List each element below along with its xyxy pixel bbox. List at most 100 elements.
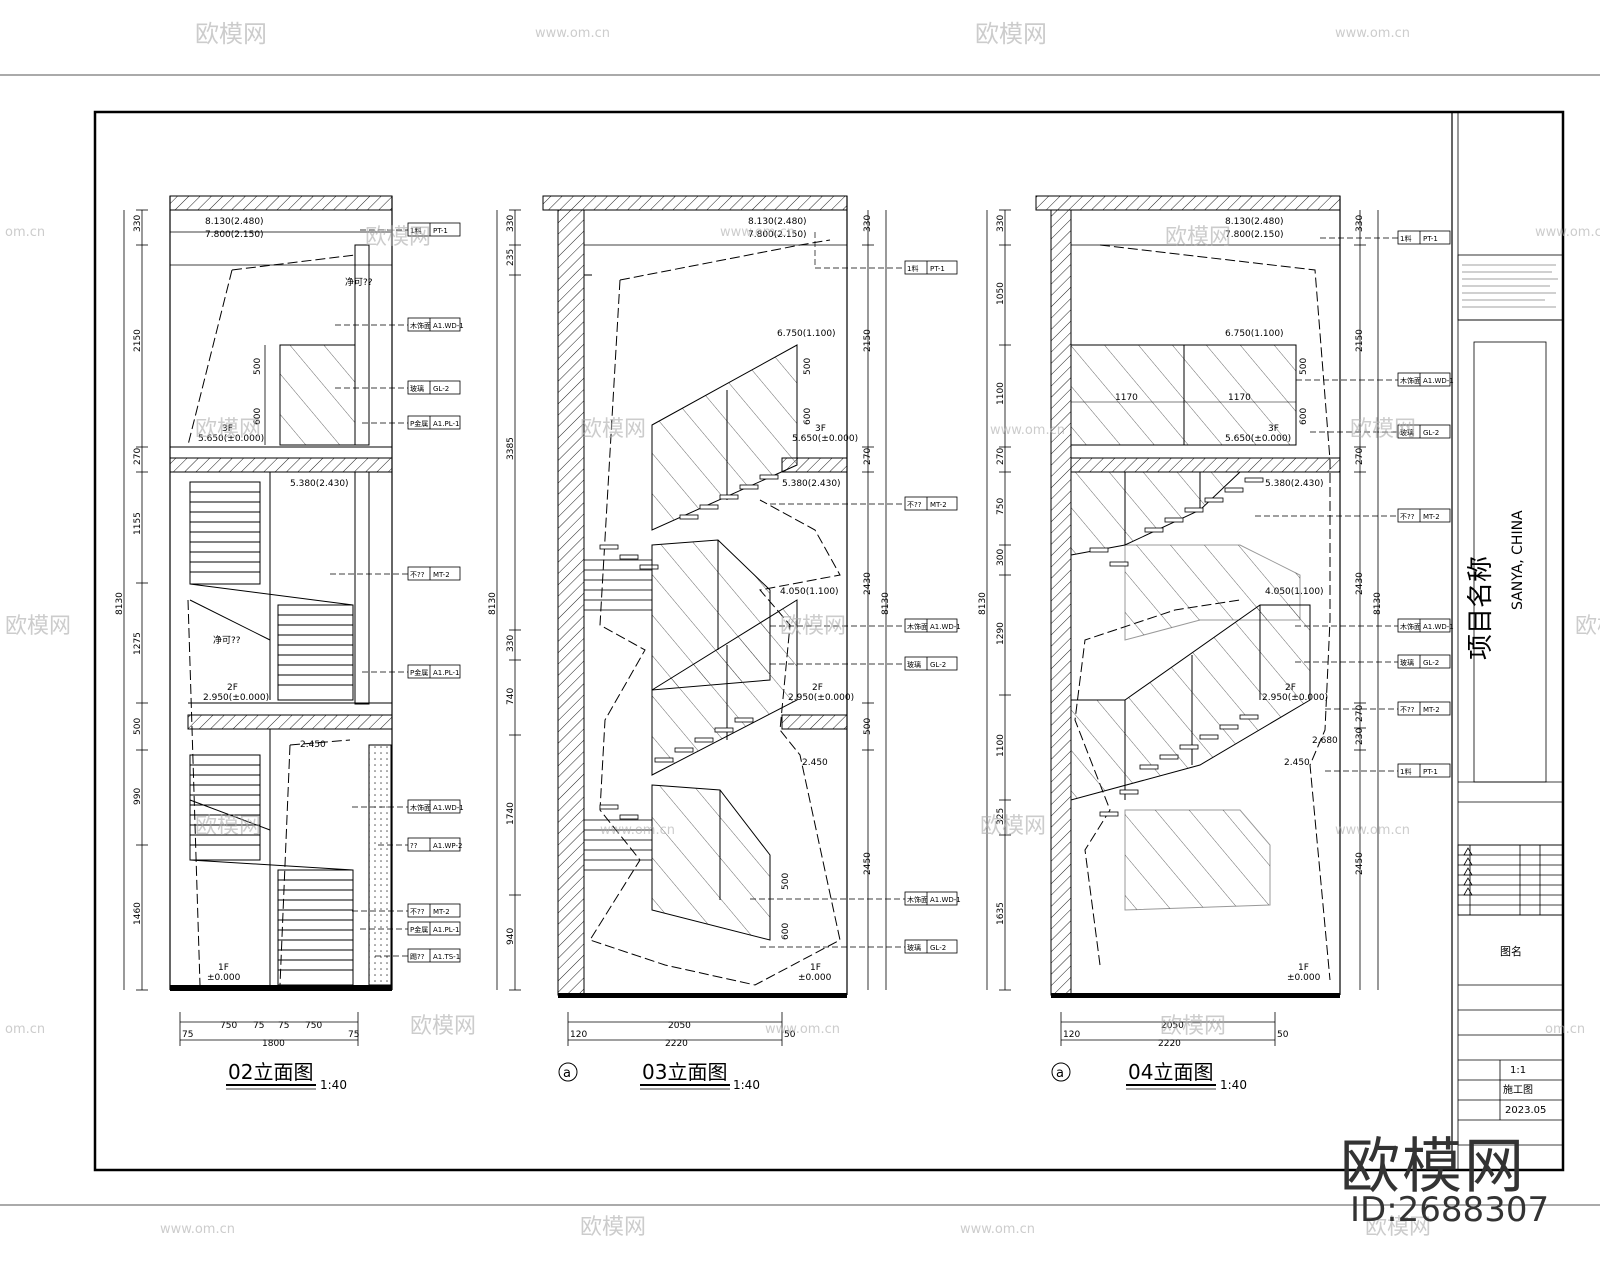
- elev04-stair-tread-7: [1109, 561, 1129, 567]
- elev02-tag-box-8: [407, 837, 461, 852]
- level-02-1f-ceil: 2.450: [300, 740, 326, 750]
- elev04-stair-tread-5: [1164, 517, 1184, 523]
- dim-04-l4: 270: [996, 448, 1006, 465]
- elev03-tag-box-1: [904, 260, 958, 275]
- elev04-tag-code-1: PT-1: [1423, 235, 1438, 243]
- level-04-roof: 8.130(2.480): [1225, 217, 1284, 227]
- watermark-11: 欧模网: [580, 417, 646, 442]
- elev04-stair-tread-1: [1244, 477, 1264, 483]
- dim-04-r3: 270: [1355, 448, 1365, 465]
- elev02-tag-box-10: [407, 921, 461, 936]
- dim-02-2: 2150: [133, 329, 143, 352]
- elev03-tag-code-5: A1.WD-1: [930, 896, 961, 904]
- elev03-tag-label-6: 玻璃: [907, 943, 921, 952]
- level-02-roof: 8.130(2.480): [205, 217, 264, 227]
- elev04-tag-label-4: 不??: [1400, 513, 1415, 521]
- dim-03-i3: 500: [781, 873, 791, 890]
- level-03-1f-ceil: 2.450: [802, 758, 828, 768]
- dim-02-b1: 75: [182, 1030, 193, 1040]
- elev02-tag-label-9: 不??: [410, 908, 425, 916]
- watermark-23: www.om.cn: [765, 1022, 840, 1037]
- watermark-6: 欧模网: [365, 225, 431, 250]
- dim-04-i3: 1170: [1115, 393, 1138, 403]
- elev03-tag-label-2: 不??: [907, 501, 922, 509]
- watermark-27: 欧模网: [580, 1215, 646, 1240]
- watermark-15: 欧模网: [780, 614, 846, 639]
- elev04-stair-tread-14: [1139, 764, 1159, 770]
- elev03-stair-tread-9: [674, 747, 694, 753]
- elev04-stair-tread-10: [1219, 724, 1239, 730]
- watermark-10: 欧模网: [195, 417, 261, 442]
- elev04-tag-box-6: [1397, 654, 1451, 669]
- watermark-7: www.om.cn: [720, 225, 795, 240]
- level-03-3f-val: 5.650(±0.000): [792, 434, 858, 444]
- elev03-tag-box-2: [904, 496, 958, 511]
- drawing-stage: 施工图: [1503, 1083, 1533, 1096]
- level-03-2f-ceil: 5.380(2.430): [782, 479, 841, 489]
- dim-02-b4: 75: [278, 1021, 289, 1031]
- dim-04-l2: 1050: [996, 282, 1006, 305]
- elev03-stair-tread-2: [739, 484, 759, 490]
- elev02-tag-code-2: A1.WD-1: [433, 322, 464, 330]
- elev03-tag-code-1: PT-1: [930, 265, 945, 273]
- elev02-tag-label-4: P金属: [410, 419, 428, 428]
- dim-03-btotal: 2220: [665, 1039, 688, 1049]
- elev04-stair-tread-11: [1199, 734, 1219, 740]
- dim-04-r2: 2150: [1355, 329, 1365, 352]
- dim-04-total-r: 8130: [1373, 592, 1383, 615]
- elev03-tag-code-4: GL-2: [930, 661, 946, 669]
- level-04-2f: 2F: [1285, 683, 1296, 693]
- elev02-tag-box-7: [407, 799, 461, 814]
- elev02-tag-code-8: A1.WP-2: [433, 842, 462, 850]
- elev02-tag-code-1: PT-1: [433, 227, 448, 235]
- elev03-tag-label-3: 木饰面: [907, 622, 928, 631]
- elev02-tag-code-6: A1.PL-1: [433, 669, 459, 677]
- elev02-tag-box-2: [407, 317, 461, 332]
- dim-04-l6: 300: [996, 549, 1006, 566]
- elev02-tag-label-3: 玻璃: [410, 384, 424, 393]
- dim-04-l9: 325: [996, 808, 1006, 825]
- elevation-02: 330 2150 270 1155 1275 500 990 1460 8130…: [115, 195, 464, 1092]
- watermark-2: www.om.cn: [535, 26, 610, 41]
- elev04-tag-code-6: GL-2: [1423, 659, 1439, 667]
- elev02-tag-box-4: [407, 415, 461, 430]
- axis-label-03: a: [563, 1066, 571, 1081]
- level-03-rail-2f: 4.050(1.100): [780, 587, 839, 597]
- elev04-tag-box-3: [1397, 424, 1451, 439]
- level-02-2f-ceil: 5.380(2.430): [290, 479, 349, 489]
- dim-02-6: 500: [133, 718, 143, 735]
- level-04-3f-val: 5.650(±0.000): [1225, 434, 1291, 444]
- level-04-3f: 3F: [1268, 424, 1279, 434]
- level-02-1f: 1F: [218, 963, 229, 973]
- watermark-14: 欧模网: [5, 614, 71, 639]
- elevation-02-title: 02立面图: [228, 1060, 313, 1084]
- elev02-tag-box-6: [407, 664, 461, 679]
- elevation-04: 330 1050 1100 270 750 300 1290 1100 325 …: [978, 195, 1454, 1092]
- elev02-tag-label-11: 踢??: [410, 953, 425, 961]
- drawing-scale: 1:1: [1510, 1065, 1526, 1076]
- elev04-stair-tread-12: [1179, 744, 1199, 750]
- dim-03-l7: 940: [506, 928, 516, 945]
- dim-04-r4: 2430: [1355, 572, 1365, 595]
- level-04-2f-val: 2.950(±0.000): [1262, 693, 1328, 703]
- watermark-8: 欧模网: [1165, 225, 1231, 250]
- dim-02-inner-2: 600: [253, 408, 263, 425]
- elev03-stair-tread-12: [619, 554, 639, 560]
- elev04-tag-box-8: [1397, 763, 1451, 778]
- level-03-2f: 2F: [812, 683, 823, 693]
- dim-03-l2: 235: [506, 249, 516, 266]
- elev03-tag-box-3: [904, 618, 958, 633]
- watermark-25: om.cn: [1545, 1022, 1585, 1037]
- dim-02-inner-1: 500: [253, 358, 263, 375]
- watermark-22: 欧模网: [410, 1014, 476, 1039]
- watermark-16: 欧模网: [1575, 614, 1600, 639]
- axis-marker-04: [1051, 1062, 1071, 1082]
- dim-03-total-r: 8130: [881, 592, 891, 615]
- elev02-tag-box-5: [407, 566, 461, 581]
- level-03-3f: 3F: [815, 424, 826, 434]
- dim-03-r6: 2450: [863, 852, 873, 875]
- elevation-04-scale: 1:40: [1220, 1078, 1247, 1092]
- level-02-2f-val: 2.950(±0.000): [203, 693, 269, 703]
- watermark-29: 欧模网: [1365, 1215, 1431, 1240]
- level-04-1f: 1F: [1298, 963, 1309, 973]
